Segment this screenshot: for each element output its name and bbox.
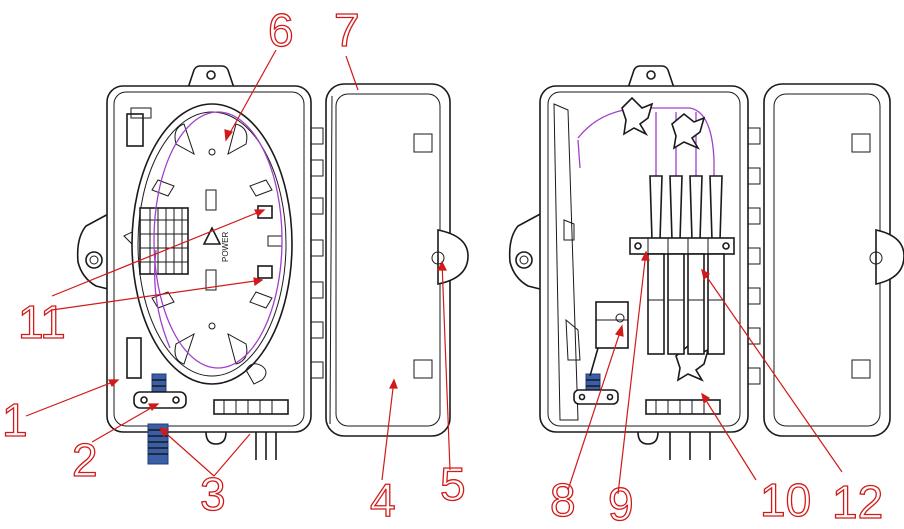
right-cable-entry [573, 301, 629, 405]
adapter-bank [629, 175, 735, 460]
callout-1: 1 [2, 394, 28, 446]
left-fiber-routing [153, 111, 283, 369]
callout-2: 2 [72, 434, 98, 486]
callout-4: 4 [370, 474, 396, 526]
callout-11: 11 [18, 296, 66, 348]
callout-6: 6 [268, 4, 294, 56]
right-lid [763, 83, 904, 437]
callout-7: 7 [334, 4, 360, 56]
left-cable-entry [133, 363, 289, 465]
callout-10: 10 [760, 474, 811, 526]
left-lid [325, 83, 469, 437]
tray-logo-text: POWER [221, 232, 230, 262]
splice-holder [123, 207, 189, 275]
callout-5: 5 [440, 458, 466, 510]
callout-numbers: 1 2 3 4 5 6 7 8 9 10 11 12 [1, 3, 883, 529]
callout-3: 3 [200, 468, 226, 520]
leader-lines [25, 49, 843, 495]
callout-8: 8 [550, 474, 576, 526]
right-cable-clamps [621, 96, 710, 382]
callout-9: 9 [608, 478, 634, 529]
callout-12: 12 [832, 476, 883, 528]
